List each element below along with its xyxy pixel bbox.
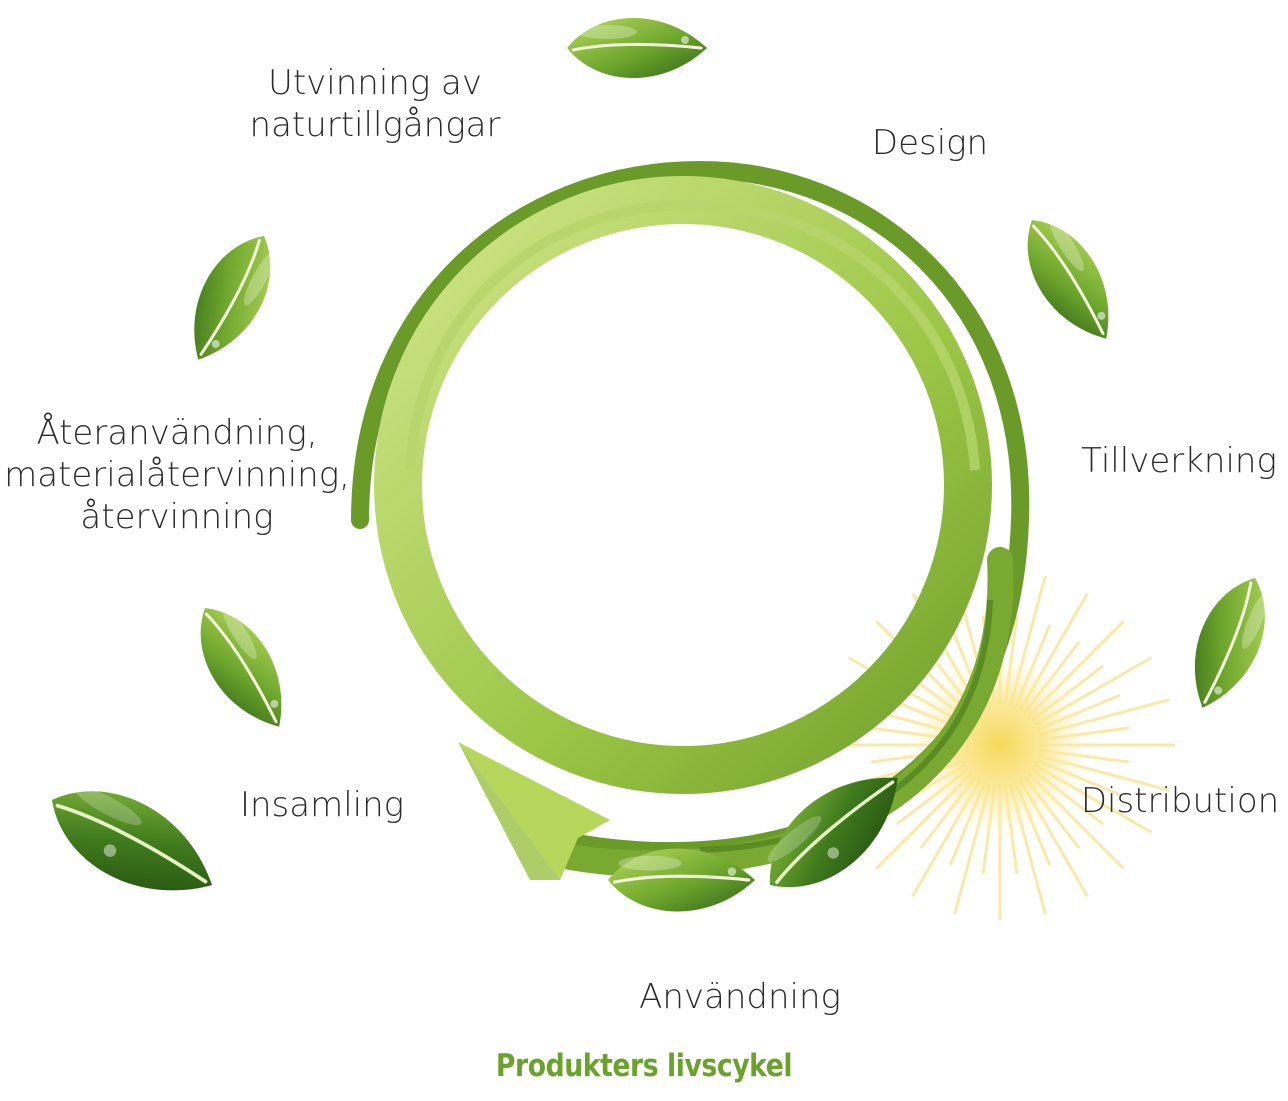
stage-label-line: Design	[871, 123, 989, 163]
stage-label-reuse: Återanvändning,materialåtervinning,återv…	[0, 412, 354, 538]
stage-label-use: Användning	[620, 976, 860, 1018]
stage-label-line: Återanvändning,	[36, 413, 318, 453]
leaf-icon	[1173, 565, 1285, 721]
stage-label-line: materialåtervinning,	[4, 455, 350, 495]
diagram-title: Produkters livscykel	[495, 1048, 793, 1084]
stage-label-line: Tillverkning	[1081, 441, 1277, 481]
stage-label-design: Design	[850, 122, 1010, 164]
cycle-arrow-icon	[351, 160, 1030, 880]
stage-label-distribution: Distribution	[1072, 780, 1288, 822]
stage-label-manufacturing: Tillverkning	[1070, 440, 1288, 482]
stage-label-line: återvinning	[80, 497, 274, 537]
leaf-icon	[170, 220, 293, 376]
stage-label-line: Distribution	[1080, 781, 1280, 821]
stage-label-line: Användning	[639, 977, 841, 1017]
stage-label-line: Utvinning av	[267, 63, 483, 103]
leaf-icon	[31, 763, 233, 922]
leaf-icon	[565, 16, 709, 80]
stage-label-collection: Insamling	[222, 784, 422, 826]
leaf-icon	[178, 590, 307, 745]
stage-label-line: Insamling	[239, 785, 405, 825]
leaf-icon	[1005, 202, 1134, 357]
stage-label-line: naturtillgångar	[249, 105, 501, 145]
